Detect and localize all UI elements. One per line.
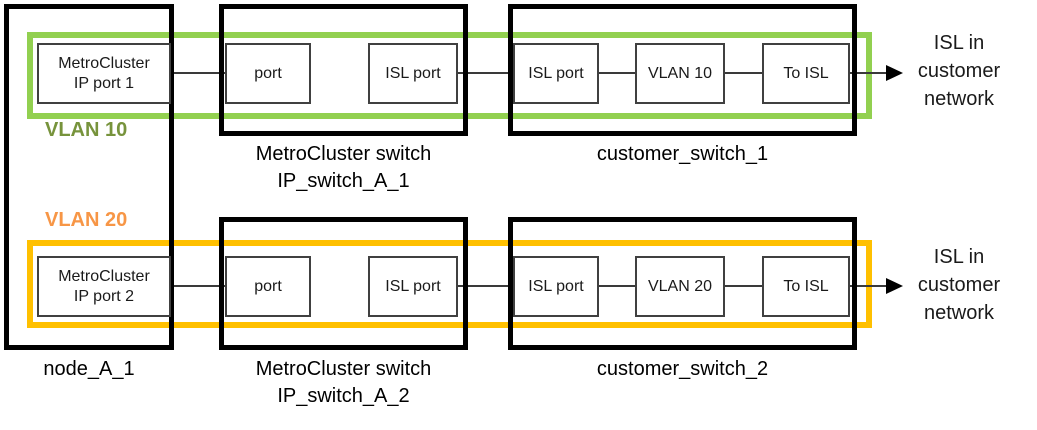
connector-toisl1-to-arrow [848,72,887,74]
mc-switch-2-isl-port-box: ISL port [368,256,458,317]
customer-switch-2-isl-port-box: ISL port [513,256,599,317]
connector-node-to-mcswitch2 [170,285,227,287]
connector-mcswitch1-to-customer1 [456,72,514,74]
isl-customer-network-note-1: ISL in customer network [917,32,1001,110]
mc-switch-1-isl-port-box: ISL port [368,43,458,104]
isl-customer-network-note-2: ISL in customer network [917,246,1001,324]
customer-switch-2-vlan20-box: VLAN 20 [635,256,725,317]
customer-switch-1-to-isl-box: To ISL [762,43,850,104]
vlan20-highlight-rect [27,240,872,328]
vlan10-label: VLAN 10 [45,119,128,141]
mc-switch-2-box [219,217,468,350]
connector-vlan10-to-toisl [723,72,764,74]
node-ip-port-1-box: MetroCluster IP port 1 [37,43,171,104]
arrow-right-icon [886,65,903,81]
mc-switch-2-label: MetroCluster switch IP_switch_A_2 [255,358,432,407]
arrow-right-icon [886,278,903,294]
customer-switch-1-vlan10-box: VLAN 10 [635,43,725,104]
mc-switch-1-label: MetroCluster switch IP_switch_A_1 [255,143,432,192]
node-ip-port-2-box: MetroCluster IP port 2 [37,256,171,317]
node-a1-box [4,4,174,350]
customer-switch-1-isl-port-box: ISL port [513,43,599,104]
vlan20-label: VLAN 20 [45,209,128,231]
customer-switch-2-to-isl-box: To ISL [762,256,850,317]
connector-toisl2-to-arrow [848,285,887,287]
connector-islport-to-vlan20 [597,285,637,287]
connector-node-to-mcswitch1 [170,72,227,74]
customer-switch-1-label: customer_switch_1 [596,143,769,165]
mc-switch-1-port-box: port [225,43,311,104]
mc-switch-1-box [219,4,468,136]
customer-switch-2-label: customer_switch_2 [596,358,769,380]
connector-islport-to-vlan10 [597,72,637,74]
connector-mcswitch2-to-customer2 [456,285,514,287]
vlan10-highlight-rect [27,32,872,119]
customer-switch-2-box [508,217,857,350]
node-a1-label: node_A_1 [43,358,135,380]
customer-switch-1-box [508,4,857,136]
connector-vlan20-to-toisl [723,285,764,287]
mc-switch-2-port-box: port [225,256,311,317]
